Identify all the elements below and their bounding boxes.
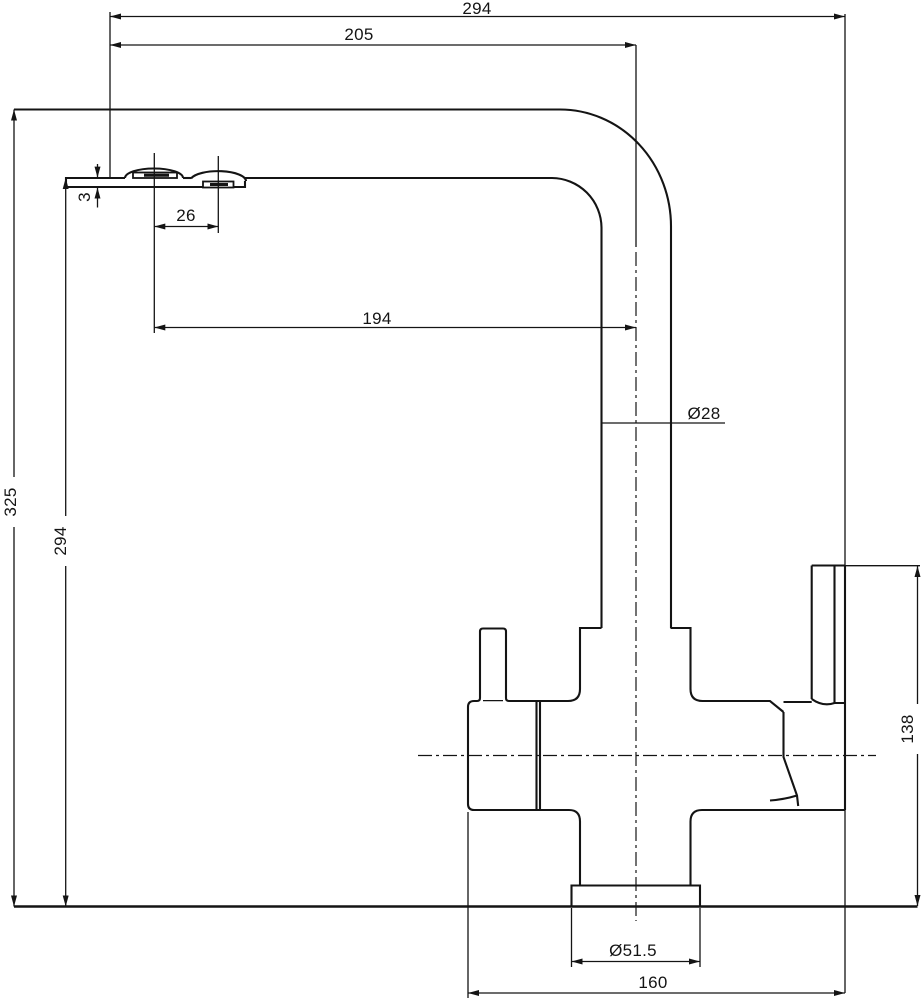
dim-label-outlet-step: 3 — [75, 192, 94, 202]
dim-label-outlet-to-axis: 194 — [362, 309, 391, 328]
handle-bottom-arc — [811, 698, 845, 706]
aerator-dome-2 — [190, 170, 248, 182]
handle-cone-bottom-arc — [769, 794, 798, 802]
spout-outer-contour — [14, 108, 673, 628]
dim-label-overall-height: 325 — [1, 487, 20, 516]
dim-label-base-diameter: Ø51.5 — [609, 941, 657, 960]
dim-label-handle-top-height: 138 — [898, 714, 917, 743]
centerlines — [418, 252, 876, 921]
spout-arm — [14, 108, 673, 628]
left-valve-stub — [476, 627, 510, 703]
pipe-shoulder-right — [670, 626, 703, 703]
faucet-body — [466, 699, 845, 886]
body-left-cap — [466, 699, 582, 886]
aerator-tip — [64, 153, 248, 333]
flange-outline — [570, 884, 702, 906]
dim-label-overall-width: 294 — [462, 0, 491, 18]
dim-label-spout-outlet-height: 294 — [51, 526, 70, 555]
dim-label-body-length: 160 — [638, 973, 667, 992]
spout-inner-contour — [245, 176, 603, 628]
body-bottom-right — [689, 808, 845, 886]
pipe-shoulder-left — [567, 626, 602, 703]
vertical-pipe — [567, 626, 703, 703]
body-top-right — [702, 699, 785, 713]
dim-label-spout-diameter: Ø28 — [687, 404, 720, 423]
dim-label-outlet-spacing: 26 — [176, 206, 196, 225]
base-flange — [570, 884, 702, 906]
handle-lever — [810, 564, 847, 810]
dim-label-spout-projection: 205 — [344, 25, 373, 44]
handle-cone-edge — [782, 712, 800, 807]
stub-outline — [476, 627, 510, 703]
